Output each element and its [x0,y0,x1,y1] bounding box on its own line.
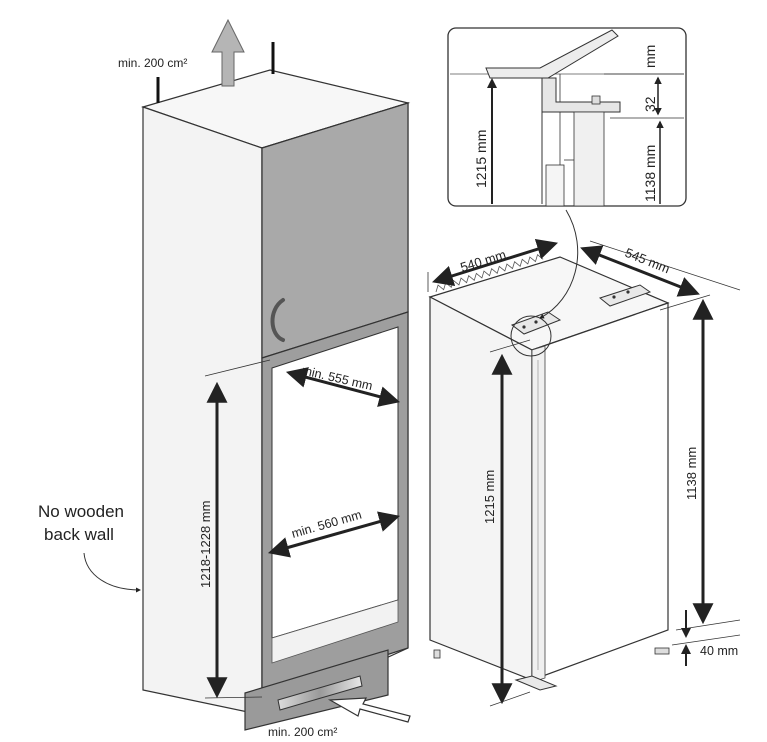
niche-depth-dimension [285,367,401,407]
niche-height-label: 1218-1228 mm [198,501,213,588]
vent-top-label: min. 200 cm² [118,56,187,70]
niche-height-dimension [204,359,271,699]
fridge-height-back-label: 1138 mm [684,447,699,500]
fridge-height-front-label: 1215 mm [482,470,497,524]
no-wooden-label-line1: No wooden [38,502,124,521]
fridge-height-front-dimension [489,339,531,707]
detail-1215-label: 1215 mm [473,130,489,188]
fridge-width-label: 540 mm [458,247,507,275]
vent-bottom-label: min. 200 cm² [268,725,337,739]
cabinet [141,42,411,731]
no-wooden-label-line2: back wall [44,525,114,544]
detail-1138-label: 1138 mm [642,145,658,202]
fridge [428,253,670,691]
plinth-vent-slot [277,675,363,711]
niche-width-dimension [267,511,401,558]
detail-inset [447,27,687,207]
fridge-width-dimension [427,239,559,292]
curved-pointer-arrow-icon [83,552,141,593]
inflow-arrow-icon [327,697,411,723]
fridge-depth-dimension [580,240,741,297]
detail-32-label: 32 [642,96,658,112]
base-offset-label: 40 mm [700,644,738,658]
up-arrow-icon [211,18,245,87]
detail-mm-label: mm [642,45,658,68]
door-handle [270,298,285,342]
fridge-height-back-dimension [659,294,741,631]
fridge-depth-label: 545 mm [623,245,672,277]
base-offset-dimension [671,610,741,666]
detail-callout-circle [510,315,552,357]
curved-pointer-arrow-icon [539,209,579,319]
